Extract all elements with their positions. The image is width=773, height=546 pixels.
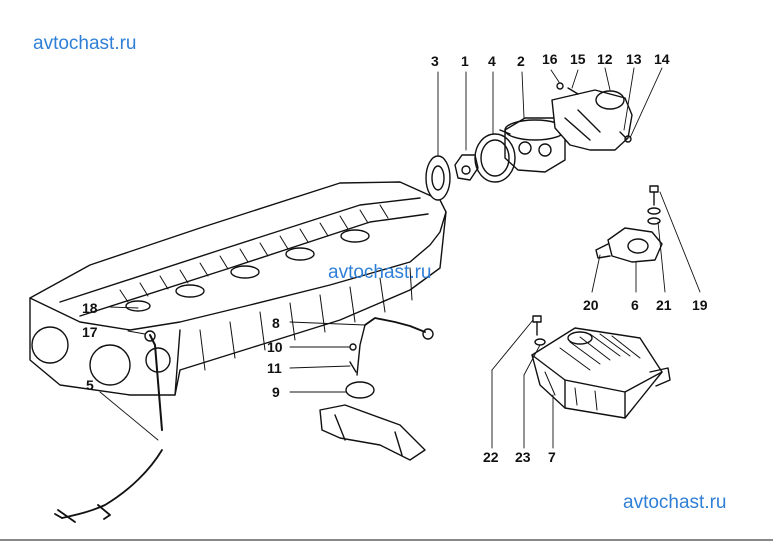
cylinder-head <box>29 181 447 431</box>
callout-1: 1 <box>461 53 469 69</box>
callout-21: 21 <box>656 297 672 313</box>
ignition-cable <box>54 449 163 523</box>
washer-21b <box>647 217 661 225</box>
bolt-10 <box>349 343 357 351</box>
callout-20: 20 <box>583 297 599 313</box>
distributor-rotor <box>454 154 479 181</box>
callout-5: 5 <box>86 377 94 393</box>
callout-23: 23 <box>515 449 531 465</box>
callout-3: 3 <box>431 53 439 69</box>
callout-17: 17 <box>82 324 98 340</box>
callout-labels: 3 1 4 2 16 15 12 13 14 18 17 5 8 10 11 9… <box>82 51 708 465</box>
callout-2: 2 <box>517 53 525 69</box>
callout-14: 14 <box>654 51 670 67</box>
callout-22: 22 <box>483 449 499 465</box>
callout-13: 13 <box>626 51 642 67</box>
callout-8: 8 <box>272 315 280 331</box>
small-part-15 <box>567 87 579 95</box>
callout-16: 16 <box>542 51 558 67</box>
watermark-top: avtochast.ru <box>33 33 137 54</box>
callout-6: 6 <box>631 297 639 313</box>
callout-19: 19 <box>692 297 708 313</box>
leader-lines <box>99 67 701 449</box>
seal-disc <box>425 155 451 201</box>
speed-sensor <box>356 317 434 376</box>
callout-15: 15 <box>570 51 586 67</box>
bolt-19 <box>649 185 659 206</box>
callout-7: 7 <box>548 449 556 465</box>
small-part-14 <box>624 135 632 143</box>
bolt-22 <box>532 315 542 336</box>
watermark-bottom: avtochast.ru <box>623 492 727 513</box>
callout-18: 18 <box>82 300 98 316</box>
washer-21a <box>647 207 661 215</box>
callout-10: 10 <box>267 339 283 355</box>
callout-4: 4 <box>488 53 496 69</box>
callout-9: 9 <box>272 384 280 400</box>
sensor-unit <box>595 227 663 263</box>
gasket-ring <box>474 133 516 183</box>
distributor-housing <box>551 89 633 151</box>
watermark-middle: avtochast.ru <box>328 262 432 283</box>
control-unit <box>531 327 671 419</box>
washer-23 <box>534 338 546 346</box>
callout-11: 11 <box>267 360 282 376</box>
spacer-11 <box>349 361 357 373</box>
small-part-16 <box>556 82 564 90</box>
bracket-9 <box>319 381 426 461</box>
callout-12: 12 <box>597 51 613 67</box>
